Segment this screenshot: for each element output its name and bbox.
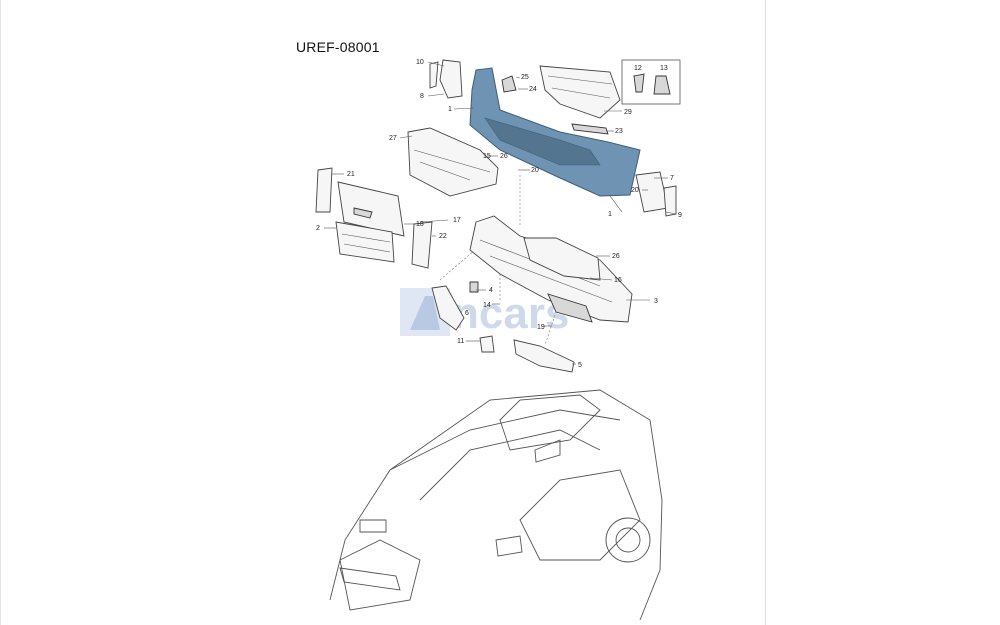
callout-20-right: 20	[631, 187, 639, 194]
callout-1: 1	[448, 106, 452, 113]
part-plate-bracket	[335, 221, 395, 263]
part-grille-frame-highlighted	[469, 67, 641, 197]
callout-18: 18	[416, 221, 424, 228]
callout-6: 6	[465, 310, 469, 317]
callout-2: 2	[316, 225, 320, 232]
callout-7: 7	[670, 175, 674, 182]
callout-13: 13	[660, 65, 668, 72]
part-side-bracket-left	[429, 59, 463, 99]
callout-8: 8	[420, 93, 424, 100]
callout-25: 25	[521, 74, 529, 81]
callout-29: 29	[624, 109, 632, 116]
callout-21: 21	[347, 171, 355, 178]
part-clip-4	[469, 281, 479, 293]
callout-12: 12	[634, 65, 642, 72]
leader-lines	[324, 61, 677, 365]
part-clips-box	[621, 59, 681, 105]
callout-11: 11	[457, 338, 464, 345]
callout-labels: 10 8 25 24 1 29 12 13 23 27 15 26 20 21 …	[316, 59, 682, 369]
callout-5: 5	[578, 362, 582, 369]
callout-22: 22	[439, 233, 447, 240]
part-trim-strip	[571, 123, 609, 135]
callout-24: 24	[529, 86, 537, 93]
callout-9: 9	[678, 212, 682, 219]
part-side-bracket-right	[635, 171, 677, 217]
callout-20-center: 20	[531, 167, 539, 174]
vehicle-outline	[329, 389, 663, 621]
callout-14: 14	[483, 302, 491, 309]
callout-19: 19	[537, 324, 545, 331]
callout-16: 16	[614, 277, 622, 284]
assembly-lines	[439, 175, 561, 346]
part-upper-reinforcement	[539, 65, 621, 119]
diagram-title: UREF-08001	[296, 39, 380, 55]
callout-17: 17	[453, 217, 461, 224]
part-lower-lamp-bezel	[513, 339, 575, 373]
part-side-trim-left	[315, 167, 333, 213]
part-side-trim-right	[411, 221, 433, 269]
callout-15: 15	[483, 153, 491, 160]
callout-10: 10	[416, 59, 424, 66]
part-lower-cover	[407, 127, 499, 197]
callout-27: 27	[389, 135, 397, 142]
part-grille-mesh	[337, 181, 405, 237]
part-small-bracket-11	[479, 335, 495, 353]
part-small-clip	[501, 75, 517, 93]
callout-1-lower: 1	[608, 211, 612, 218]
callout-26-bumper: 26	[612, 253, 620, 260]
callout-4: 4	[489, 287, 493, 294]
page-edge	[0, 0, 1, 625]
part-lamp-bezel-left	[431, 285, 465, 331]
callout-3: 3	[654, 298, 658, 305]
callout-23: 23	[615, 128, 623, 135]
part-bumper-inner-bracket	[523, 237, 601, 281]
callout-26-top: 26	[500, 153, 508, 160]
